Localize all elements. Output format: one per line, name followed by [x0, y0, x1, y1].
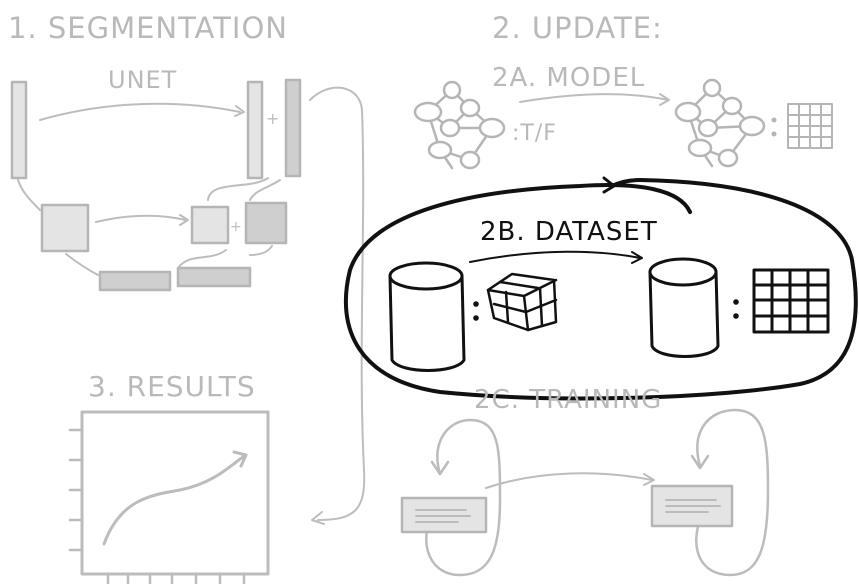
- dataset-highlight-loop: [343, 176, 858, 401]
- unet-bottleneck-a: [98, 270, 172, 292]
- results-plot: [68, 410, 270, 584]
- training-card-right-icon: [650, 484, 734, 528]
- update-title: 2. UPDATE:: [492, 11, 663, 45]
- svg-text:+: +: [230, 219, 242, 235]
- unet-diagram: [10, 78, 302, 292]
- model-network-left: [413, 80, 506, 170]
- results-title: 3. RESULTS: [88, 370, 256, 403]
- dataset-transfer-arrow: [469, 250, 643, 264]
- unet-decoder-block-b: [244, 201, 288, 245]
- svg-text:+: +: [266, 109, 279, 128]
- dataset-title: 2B. DATASET: [480, 217, 658, 247]
- dataset-label-grid-icon: [752, 268, 830, 334]
- unet-input-bar: [10, 80, 28, 180]
- dataset-source-colon: [473, 301, 479, 321]
- dataset-target-colon: [733, 299, 739, 319]
- model-output-grid-icon: [787, 103, 833, 149]
- unet-decoder-block-a: [190, 205, 230, 245]
- training-loop-left: [425, 418, 502, 577]
- training-loop-right: [690, 408, 770, 577]
- dataset-volume-cube-icon: [486, 272, 558, 332]
- dataset-target-cylinder-icon: [648, 257, 720, 358]
- model-title: 2A. MODEL: [492, 63, 645, 93]
- segmentation-title: 1. SEGMENTATION: [8, 11, 288, 45]
- unet-bottleneck-b: [176, 266, 252, 288]
- training-title: 2C. TRAINING: [474, 385, 662, 415]
- model-colon-right: [771, 117, 777, 137]
- unet-arrows: + +: [17, 86, 366, 525]
- training-card-left-icon: [400, 496, 488, 534]
- unet-label: UNET: [108, 66, 177, 94]
- model-update-arrow: [519, 93, 670, 106]
- unet-decoder-bar-b: [284, 78, 302, 178]
- model-network-right: [674, 78, 766, 168]
- training-transfer-arrow: [485, 472, 655, 489]
- dataset-source-cylinder-icon: [388, 261, 466, 372]
- model-output-label: :T/F: [512, 121, 557, 146]
- unet-decoder-bar-a: [246, 80, 264, 180]
- unet-encoder-block: [40, 203, 90, 253]
